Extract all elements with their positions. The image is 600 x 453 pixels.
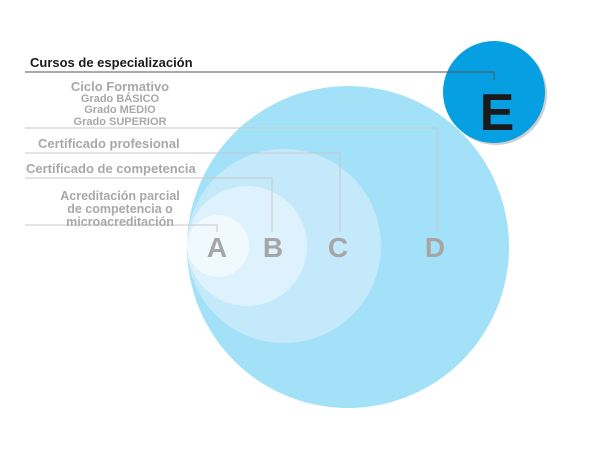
ciclo-medio: Grado MEDIO [84,104,156,117]
ciclo-title: Ciclo Formativo [70,79,170,94]
connector-e [25,71,495,80]
letter-c: C [328,232,348,263]
letter-b: B [263,232,283,263]
label-cert-competencia: Certificado de competencia [26,161,196,176]
connector-a [25,224,218,232]
label-especializacion: Cursos de especialización [30,55,193,70]
label-acreditacion: Acreditación parcial de competencia o mi… [40,189,200,230]
letter-d: D [425,232,445,263]
circle-a [187,215,249,277]
letter-a: A [207,232,227,263]
ciclo-superior: Grado SUPERIOR [73,115,167,128]
acreditacion-line3: microacreditación [66,215,174,230]
label-ciclo-formativo: Ciclo Formativo Grado BÁSICO Grado MEDIO… [40,80,200,128]
ciclo-basico: Grado BÁSICO [80,92,160,105]
circle-e [443,41,545,143]
connector-d [25,127,438,232]
connector-b [25,177,273,232]
acreditacion-line2: de competencia o [67,202,173,217]
letter-e: E [480,84,515,142]
label-cert-profesional: Certificado profesional [38,136,180,151]
connector-c [25,152,341,232]
acreditacion-line1: Acreditación parcial [60,189,180,203]
